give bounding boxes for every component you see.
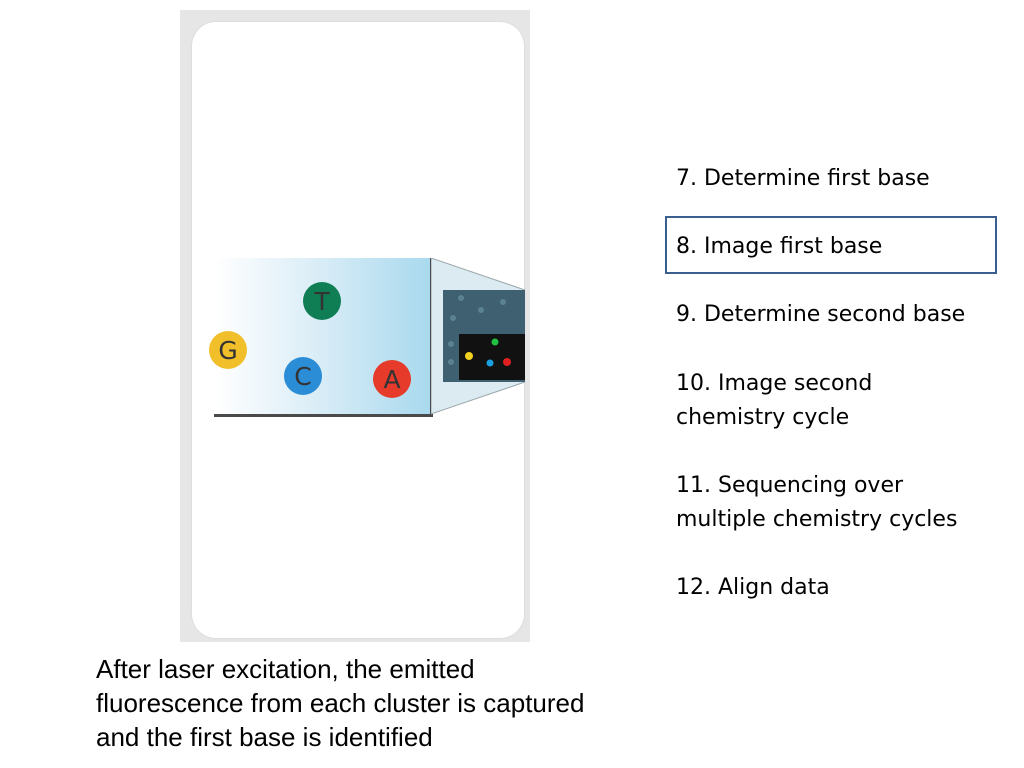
base-a-nucleotide: A — [373, 360, 411, 398]
current-step-highlight — [665, 216, 997, 274]
signal-dot-yellow — [465, 352, 473, 360]
caption-line-2: fluorescence from each cluster is captur… — [96, 688, 585, 718]
base-t-nucleotide: T — [303, 282, 341, 320]
base-g-nucleotide: G — [209, 331, 247, 369]
signal-dot-blue — [486, 359, 494, 367]
step-7: 7. Determine first base — [676, 162, 930, 196]
caption-line-1: After laser excitation, the emitted — [96, 654, 475, 684]
step-10: 10. Image second chemistry cycle — [676, 367, 872, 435]
caption-line-3: and the first base is identified — [96, 722, 433, 752]
zoom-inset — [431, 258, 525, 415]
step-8-text: 8. Image first base — [676, 234, 883, 259]
signal-dot-red — [503, 358, 511, 366]
step-7-text: 7. Determine first base — [676, 166, 930, 191]
step-9-text: 9. Determine second base — [676, 302, 966, 327]
signal-dot-green — [491, 338, 499, 346]
step-9: 9. Determine second base — [676, 298, 965, 332]
step-8: 8. Image first base — [676, 230, 882, 264]
step-11-line-1: 11. Sequencing over — [676, 473, 904, 498]
step-11-line-2: multiple chemistry cycles — [676, 507, 958, 532]
step-10-line-1: 10. Image second — [676, 371, 873, 396]
step-12-text: 12. Align data — [676, 575, 830, 600]
flow-cell-card: T G C A — [192, 22, 525, 638]
step-11: 11. Sequencing over multiple chemistry c… — [676, 469, 957, 537]
step-12: 12. Align data — [676, 571, 830, 605]
figure-caption: After laser excitation, the emitted fluo… — [96, 652, 656, 754]
step-10-line-2: chemistry cycle — [676, 405, 850, 430]
base-c-nucleotide: C — [284, 357, 322, 395]
figure-frame: T G C A — [180, 10, 530, 642]
